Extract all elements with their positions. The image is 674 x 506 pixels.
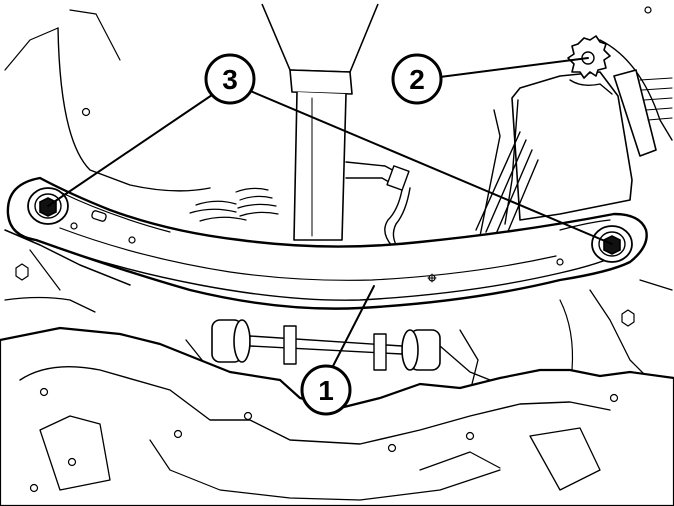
floor-panel [0,326,674,506]
callout-2-label: 2 [409,64,425,95]
right-trim-panel [475,69,673,237]
body-panels [4,6,673,391]
leader-lines [47,57,613,371]
crossmember [6,176,648,310]
callout-2: 2 [391,53,443,105]
callout-1: 1 [300,364,352,416]
wire-harness [345,161,411,249]
lower-linkage [185,319,491,393]
steering-column [261,3,379,241]
leader-1 [330,285,375,371]
bolt-left [39,197,57,217]
callout-3-label: 3 [222,64,238,95]
hatch-lines [189,187,279,222]
leader-3-left [47,94,213,207]
callout-1-label: 1 [318,375,334,406]
callout-3: 3 [204,53,256,105]
leader-3-right [247,89,613,245]
clip [567,35,613,95]
leader-2 [439,57,589,78]
